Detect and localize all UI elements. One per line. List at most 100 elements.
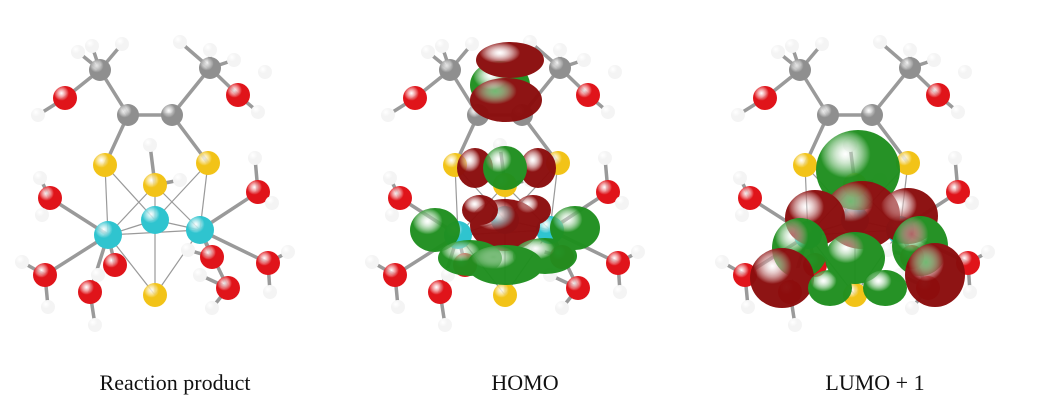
carbon-atom	[899, 57, 921, 79]
carbon-atom	[789, 59, 811, 81]
hydrogen-atom	[248, 151, 262, 165]
hydrogen-atom	[963, 285, 977, 299]
hydrogen-atom	[815, 37, 829, 51]
sulfur-atom	[896, 151, 920, 175]
hydrogen-atom	[741, 300, 755, 314]
orbital-lobe-positive	[476, 42, 544, 78]
oxygen-atom	[256, 251, 280, 275]
hydrogen-atom	[265, 196, 279, 210]
sulfur-atom	[196, 151, 220, 175]
orbital-lobe-negative	[483, 146, 527, 190]
orbital-lobes	[410, 42, 600, 285]
orbital-lobe-negative	[550, 206, 600, 250]
hydrogen-atom	[465, 37, 479, 51]
hydrogen-atom	[785, 39, 799, 53]
metal-atom	[141, 206, 169, 234]
carbon-atom	[89, 59, 111, 81]
oxygen-atom	[738, 186, 762, 210]
hydrogen-atom	[731, 108, 745, 122]
hydrogen-atom	[251, 105, 265, 119]
hydrogen-atom	[981, 245, 995, 259]
panel-lumo-plus-1: LUMO + 1	[700, 0, 1050, 405]
hydrogen-atom	[927, 53, 941, 67]
carbon-atom	[117, 104, 139, 126]
hydrogen-atom	[735, 208, 749, 222]
hydrogen-atom	[143, 138, 157, 152]
hydrogen-atom	[608, 65, 622, 79]
oxygen-atom	[216, 276, 240, 300]
hydrogen-atom	[31, 108, 45, 122]
oxygen-atom	[33, 263, 57, 287]
hydrogen-atom	[15, 255, 29, 269]
hydrogen-atom	[948, 151, 962, 165]
hydrogen-atom	[263, 285, 277, 299]
oxygen-atom	[226, 83, 250, 107]
sulfur-atom	[143, 173, 167, 197]
orbital-lobe-positive	[457, 148, 493, 188]
oxygen-atom	[53, 86, 77, 110]
oxygen-atom	[103, 253, 127, 277]
oxygen-atom	[78, 280, 102, 304]
oxygen-atom	[606, 251, 630, 275]
hydrogen-atom	[905, 301, 919, 315]
oxygen-atom	[200, 245, 224, 269]
orbital-lobe-positive	[905, 243, 965, 307]
hydrogen-atom	[227, 53, 241, 67]
molecule-lumo-plus-1	[715, 35, 995, 332]
hydrogen-atom	[365, 255, 379, 269]
sulfur-atom	[793, 153, 817, 177]
hydrogen-atom	[41, 300, 55, 314]
hydrogen-atom	[771, 45, 785, 59]
hydrogen-atom	[258, 65, 272, 79]
hydrogen-atom	[421, 45, 435, 59]
carbon-atom	[817, 104, 839, 126]
hydrogen-atom	[438, 318, 452, 332]
orbital-lobe-negative	[808, 270, 852, 306]
hydrogen-atom	[903, 43, 917, 57]
orbital-lobe-positive	[520, 148, 556, 188]
hydrogen-atom	[88, 318, 102, 332]
oxygen-atom	[428, 280, 452, 304]
sulfur-atom	[493, 283, 517, 307]
hydrogen-atom	[91, 268, 105, 282]
oxygen-atom	[383, 263, 407, 287]
metal-atom	[186, 216, 214, 244]
oxygen-atom	[38, 186, 62, 210]
molecule-homo	[365, 35, 645, 332]
hydrogen-atom	[601, 105, 615, 119]
panel-reaction-product: Reaction product	[0, 0, 350, 405]
orbital-lobe-negative	[410, 208, 460, 252]
oxygen-atom	[403, 86, 427, 110]
orbital-lobe-positive	[462, 195, 498, 225]
orbital-lobe-negative	[467, 245, 543, 285]
hydrogen-atom	[873, 35, 887, 49]
orbital-lobes	[750, 130, 965, 308]
carbon-atom	[161, 104, 183, 126]
hydrogen-atom	[181, 243, 195, 257]
oxygen-atom	[566, 276, 590, 300]
hydrogen-atom	[951, 105, 965, 119]
orbital-lobe-negative	[863, 270, 907, 306]
hydrogen-atom	[555, 301, 569, 315]
hydrogen-atom	[788, 318, 802, 332]
hydrogen-atom	[435, 39, 449, 53]
oxygen-atom	[753, 86, 777, 110]
molecule-reaction-product	[15, 35, 295, 332]
hydrogen-atom	[85, 39, 99, 53]
hydrogen-atom	[391, 300, 405, 314]
hydrogen-atom	[615, 196, 629, 210]
oxygen-atom	[596, 180, 620, 204]
hydrogen-atom	[385, 208, 399, 222]
carbon-atom	[199, 57, 221, 79]
hydrogen-atom	[281, 245, 295, 259]
oxygen-atom	[946, 180, 970, 204]
oxygen-atom	[576, 83, 600, 107]
hydrogen-atom	[203, 43, 217, 57]
oxygen-atom	[246, 180, 270, 204]
hydrogen-atom	[958, 65, 972, 79]
caption-lumo-plus-1: LUMO + 1	[825, 370, 925, 395]
hydrogen-atom	[381, 108, 395, 122]
orbital-lobe-negative	[825, 232, 885, 284]
carbon-atom	[861, 104, 883, 126]
